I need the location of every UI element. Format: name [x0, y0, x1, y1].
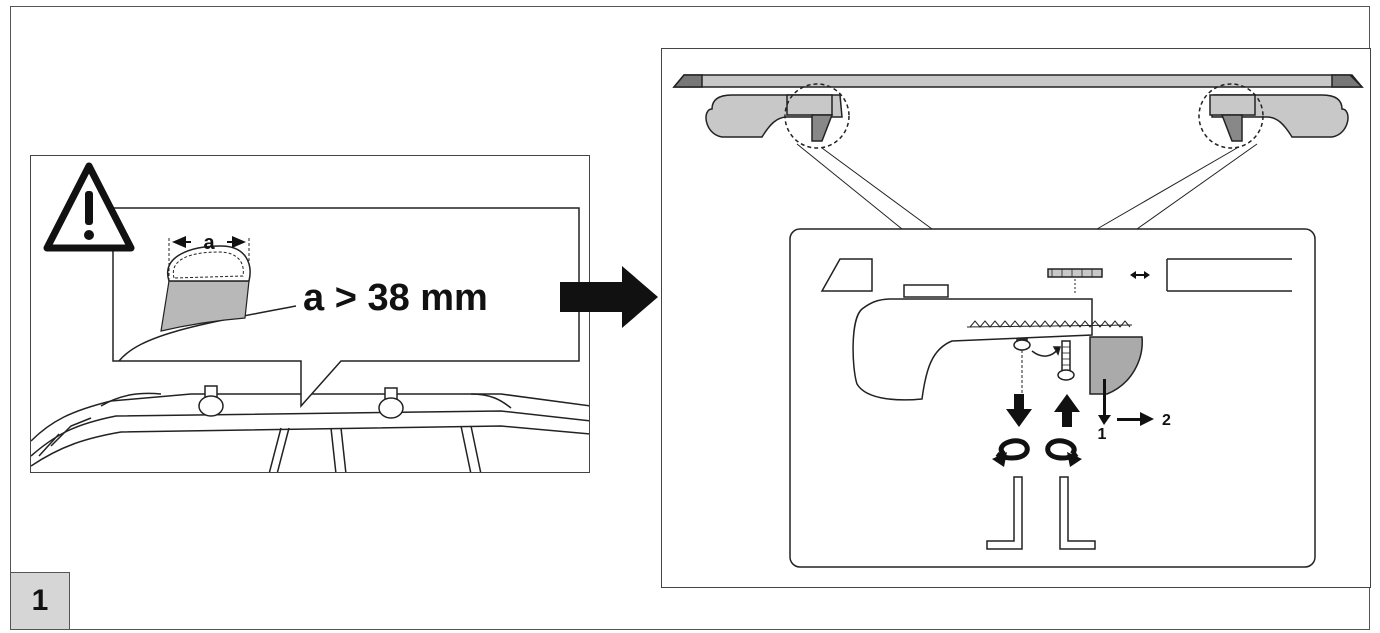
- zoom-lines: [796, 143, 1258, 230]
- right-foot: [1198, 83, 1349, 149]
- crossbar-assembly-illustration: 1 2: [672, 74, 1364, 568]
- hex-key-icon: [986, 476, 1096, 550]
- arrow-right-icon: [560, 266, 658, 328]
- rail-cross-section: [118, 236, 297, 362]
- rotate-arrowheads: [992, 452, 1082, 467]
- rail-measurement-illustration: a a > 38 mm: [31, 162, 589, 472]
- slide-arrows: [1130, 271, 1150, 279]
- step-label-2: 2: [1162, 412, 1171, 429]
- rotate-icon: [995, 438, 1079, 461]
- minimum-width-requirement: a > 38 mm: [303, 277, 488, 319]
- car-roof-drawing: [31, 392, 589, 472]
- rail-measurement-panel: a a > 38 mm: [30, 155, 590, 473]
- crossbar: [672, 74, 1364, 88]
- crossbar-assembly-panel: 1 2: [661, 48, 1371, 588]
- left-foot: [705, 83, 850, 149]
- step-number-badge: 1: [10, 572, 70, 630]
- roof-rail-feet: [198, 385, 404, 419]
- warning-icon: [43, 162, 135, 252]
- dimension-a-label: a: [203, 232, 215, 254]
- tighten-arrows: [1006, 379, 1154, 427]
- step-label-1: 1: [1098, 426, 1107, 443]
